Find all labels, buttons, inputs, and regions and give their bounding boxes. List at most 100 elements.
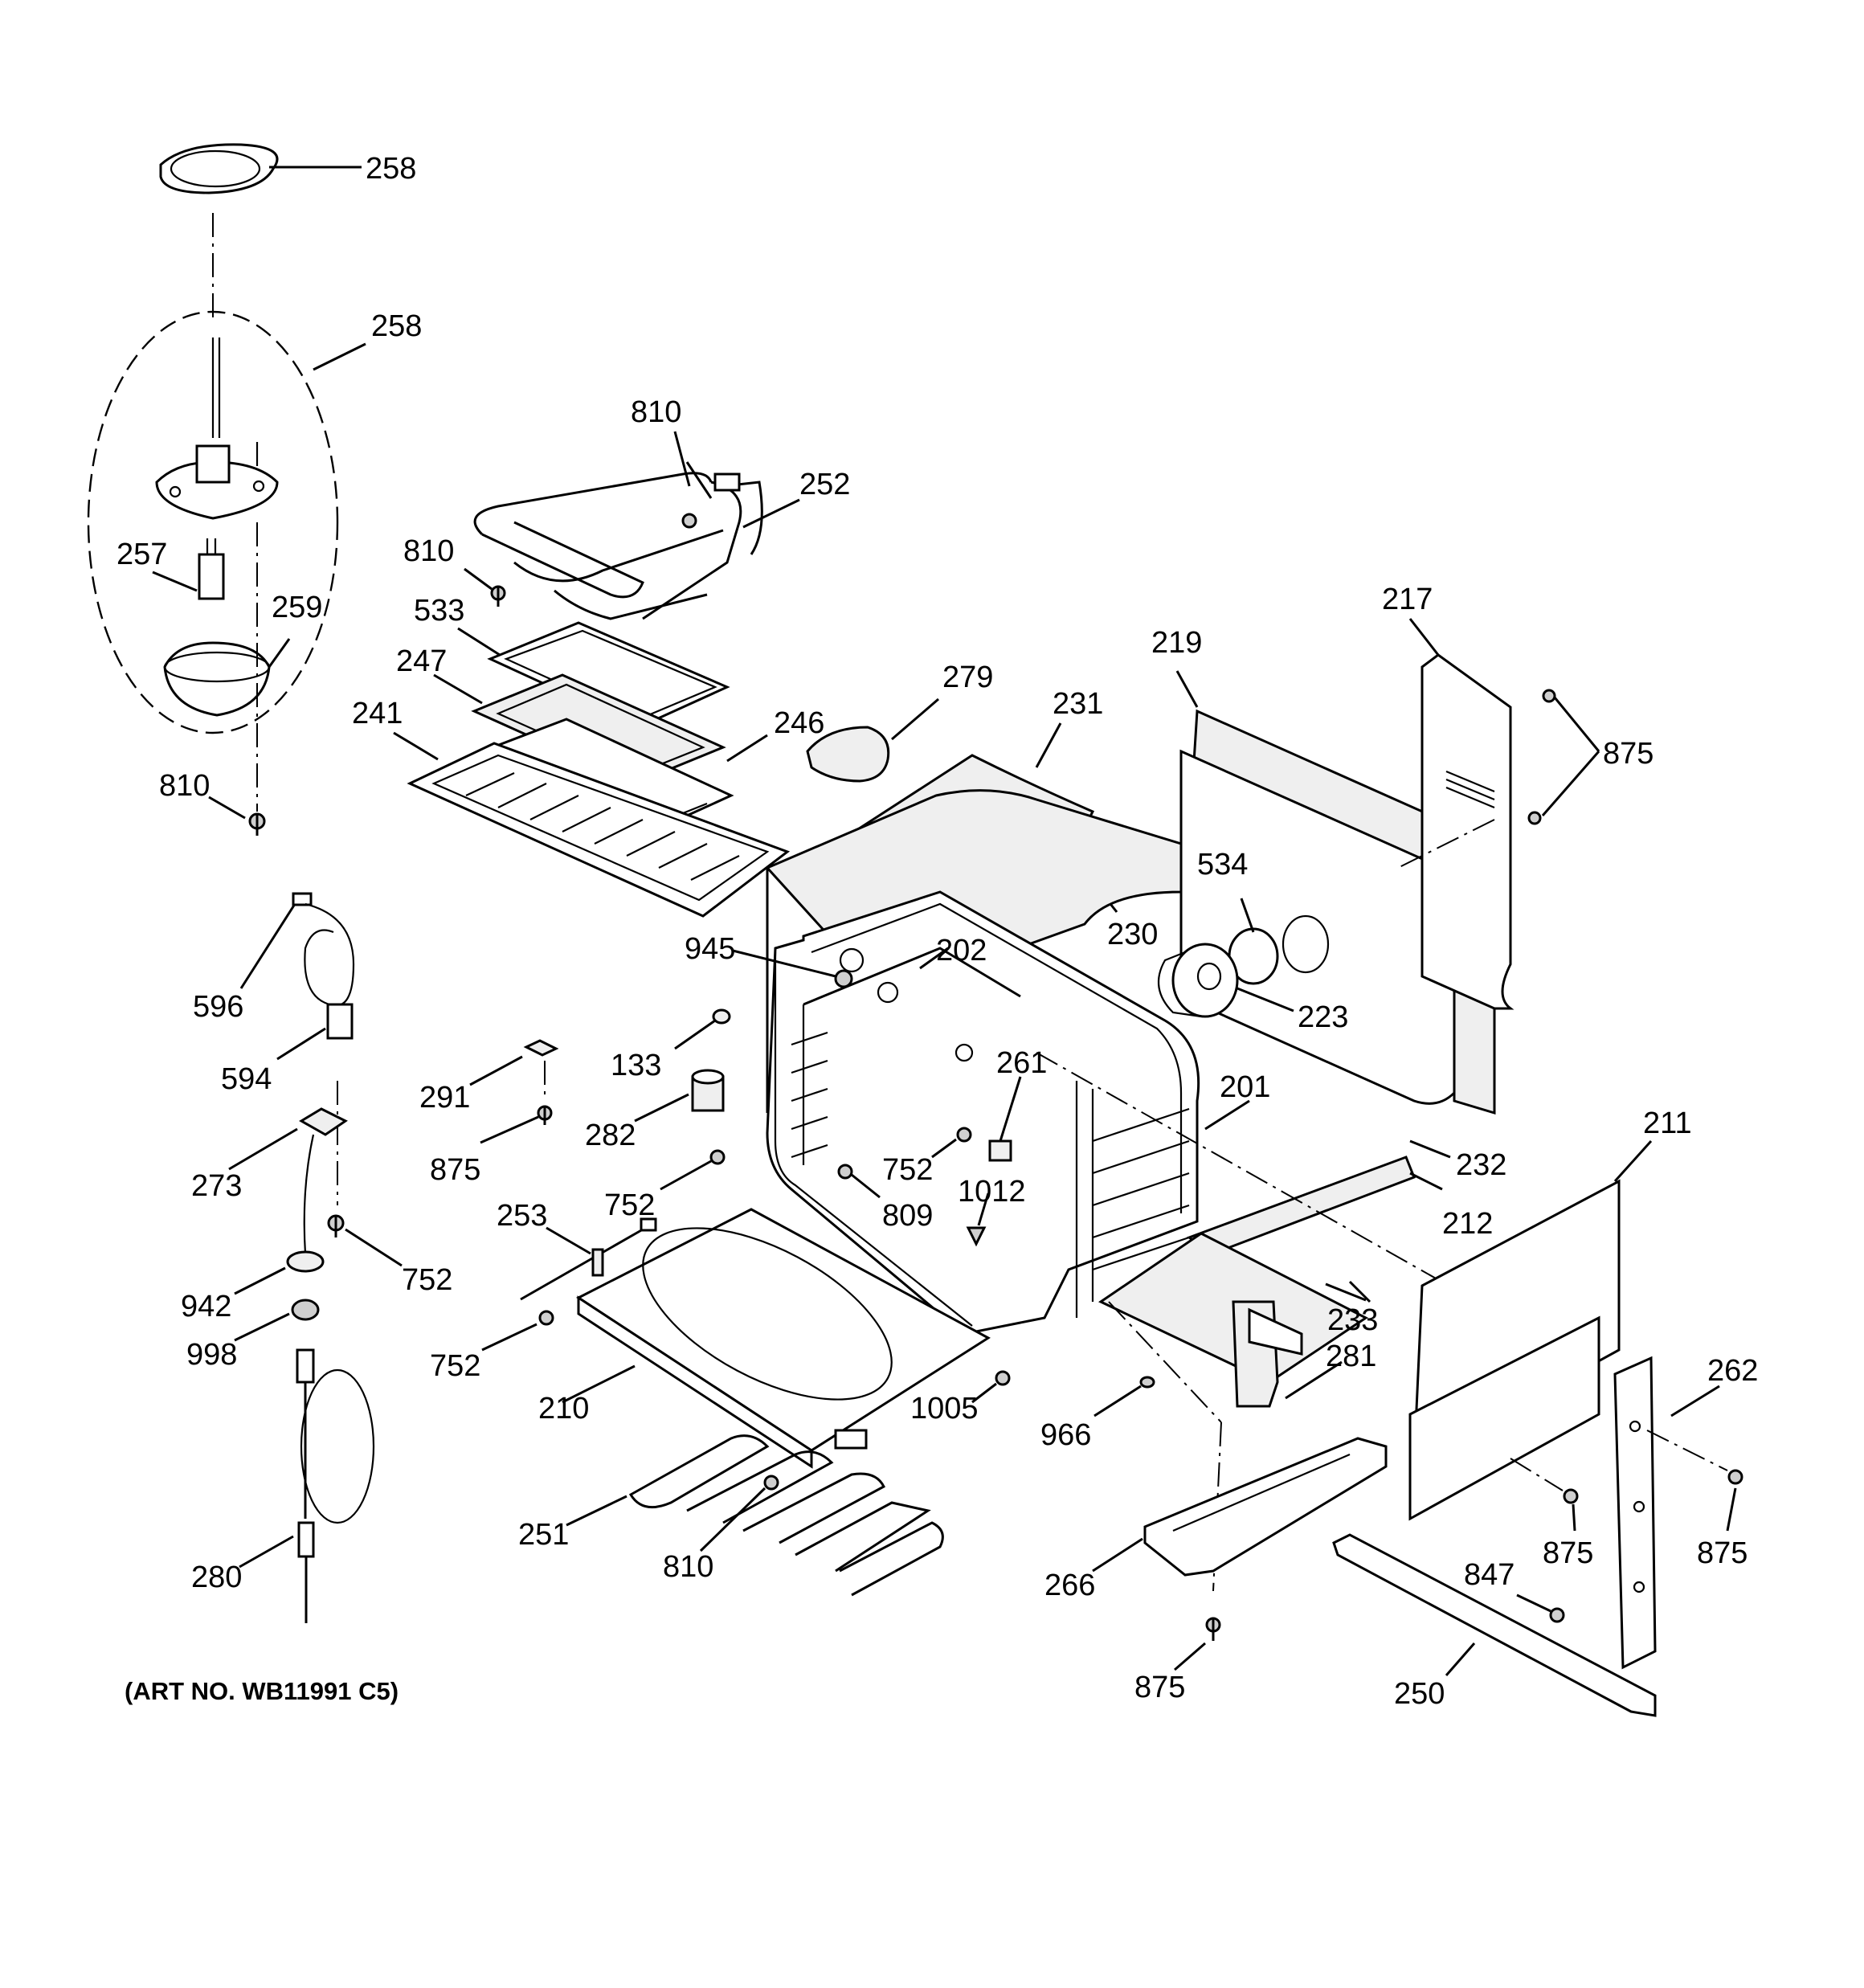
leader-266 xyxy=(1092,1537,1143,1573)
callout-202: 202 xyxy=(936,934,987,967)
callout-281: 281 xyxy=(1326,1340,1376,1373)
axis-875-c xyxy=(1510,1458,1564,1491)
callout-247: 247 xyxy=(396,644,447,678)
part-875-screw-c xyxy=(1563,1488,1579,1504)
leader-752-a xyxy=(931,1138,957,1159)
callout-273: 273 xyxy=(191,1169,242,1203)
callout-875-b: 875 xyxy=(430,1153,480,1187)
callout-219: 219 xyxy=(1151,626,1202,660)
part-752-screw-a xyxy=(956,1127,972,1143)
leader-217 xyxy=(1408,618,1440,656)
leader-1012 xyxy=(977,1192,990,1226)
leader-261 xyxy=(999,1076,1022,1142)
leader-253 xyxy=(546,1226,591,1255)
callout-810-a: 810 xyxy=(159,769,210,803)
leader-247 xyxy=(433,673,483,705)
leader-233-a xyxy=(1348,1280,1371,1303)
part-253-sensor xyxy=(520,1217,657,1301)
callout-875-e: 875 xyxy=(1134,1671,1185,1704)
callout-810-b: 810 xyxy=(631,395,681,429)
leader-273 xyxy=(228,1127,298,1171)
part-998-nut xyxy=(291,1299,320,1321)
callout-945: 945 xyxy=(685,932,735,966)
callout-258-group: 258 xyxy=(371,309,422,343)
part-942-grommet xyxy=(286,1250,325,1273)
callout-201: 201 xyxy=(1220,1070,1270,1104)
part-257 xyxy=(198,538,225,600)
part-875-screw-e xyxy=(1205,1617,1221,1641)
callout-212: 212 xyxy=(1442,1207,1493,1241)
leader-810-c xyxy=(464,567,493,591)
art-number-caption: (ART NO. WB11991 C5) xyxy=(125,1677,399,1705)
part-211-side-panel xyxy=(1408,1179,1621,1521)
part-223-fan xyxy=(1157,943,1239,1018)
leader-810-a xyxy=(208,796,246,820)
leader-233 xyxy=(1325,1282,1367,1302)
part-810-screw-d xyxy=(763,1475,779,1491)
callout-594: 594 xyxy=(221,1062,272,1096)
leader-533 xyxy=(457,627,501,657)
callout-810-c: 810 xyxy=(403,534,454,568)
callout-810-d: 810 xyxy=(663,1550,713,1584)
part-201-oven-cavity xyxy=(766,890,1200,1336)
callout-280: 280 xyxy=(191,1561,242,1594)
callout-266: 266 xyxy=(1044,1569,1095,1602)
part-282-light-socket xyxy=(691,1069,725,1112)
part-convection-motor xyxy=(155,337,279,520)
part-291-clip xyxy=(523,1039,559,1057)
leader-262 xyxy=(1670,1385,1720,1417)
part-279-vent xyxy=(806,726,890,783)
leader-258-group xyxy=(313,342,366,371)
callout-241: 241 xyxy=(352,697,403,730)
part-810-screw-c xyxy=(490,585,506,607)
callout-211: 211 xyxy=(1643,1106,1692,1140)
part-262-bracket xyxy=(1613,1356,1657,1670)
callout-223: 223 xyxy=(1298,1000,1348,1034)
callout-998: 998 xyxy=(186,1338,237,1372)
part-875-screw-b xyxy=(537,1105,553,1125)
leader-875-d xyxy=(1726,1487,1737,1532)
probe-wire-top xyxy=(303,1134,315,1254)
leader-201 xyxy=(1204,1099,1250,1131)
leader-232 xyxy=(1409,1139,1451,1159)
part-875-screw-a xyxy=(1527,689,1556,825)
leader-212 xyxy=(1409,1172,1443,1191)
callout-230: 230 xyxy=(1107,918,1158,951)
callout-752-d: 752 xyxy=(430,1349,480,1383)
part-875-screw-d xyxy=(1727,1469,1743,1485)
part-966-plug xyxy=(1139,1376,1155,1389)
callout-291: 291 xyxy=(419,1081,470,1115)
part-280-probe xyxy=(296,1348,375,1623)
callout-1005: 1005 xyxy=(910,1392,979,1426)
leader-594 xyxy=(276,1027,326,1061)
leader-847 xyxy=(1516,1593,1551,1613)
callout-259: 259 xyxy=(272,591,322,624)
callout-232: 232 xyxy=(1456,1148,1506,1182)
leader-282 xyxy=(634,1093,689,1123)
callout-250: 250 xyxy=(1394,1677,1445,1711)
part-241-oven-rack xyxy=(407,742,791,918)
leader-246 xyxy=(726,734,768,763)
leader-966 xyxy=(1093,1385,1142,1417)
leader-1005 xyxy=(971,1382,997,1404)
callout-875-a: 875 xyxy=(1603,737,1653,771)
part-281-hinge xyxy=(1232,1300,1303,1408)
axis-875-d xyxy=(1646,1430,1728,1471)
part-133-grommet xyxy=(712,1008,731,1025)
callout-875-d: 875 xyxy=(1697,1536,1748,1570)
part-250-kick-strip xyxy=(1332,1533,1657,1717)
leader-875-a-2 xyxy=(1541,751,1600,816)
part-259-fan-cup xyxy=(163,641,271,717)
callout-251: 251 xyxy=(518,1518,569,1552)
leader-810-d xyxy=(699,1487,766,1552)
leader-219 xyxy=(1175,670,1199,708)
callout-966: 966 xyxy=(1040,1418,1091,1452)
leader-875-b xyxy=(480,1115,539,1144)
part-847-screw xyxy=(1549,1607,1565,1623)
part-810-screw-b xyxy=(681,513,697,529)
part-252-broil-element xyxy=(473,472,763,620)
callout-210: 210 xyxy=(538,1392,589,1426)
callout-752-b: 752 xyxy=(402,1263,452,1297)
leader-223 xyxy=(1237,987,1294,1012)
